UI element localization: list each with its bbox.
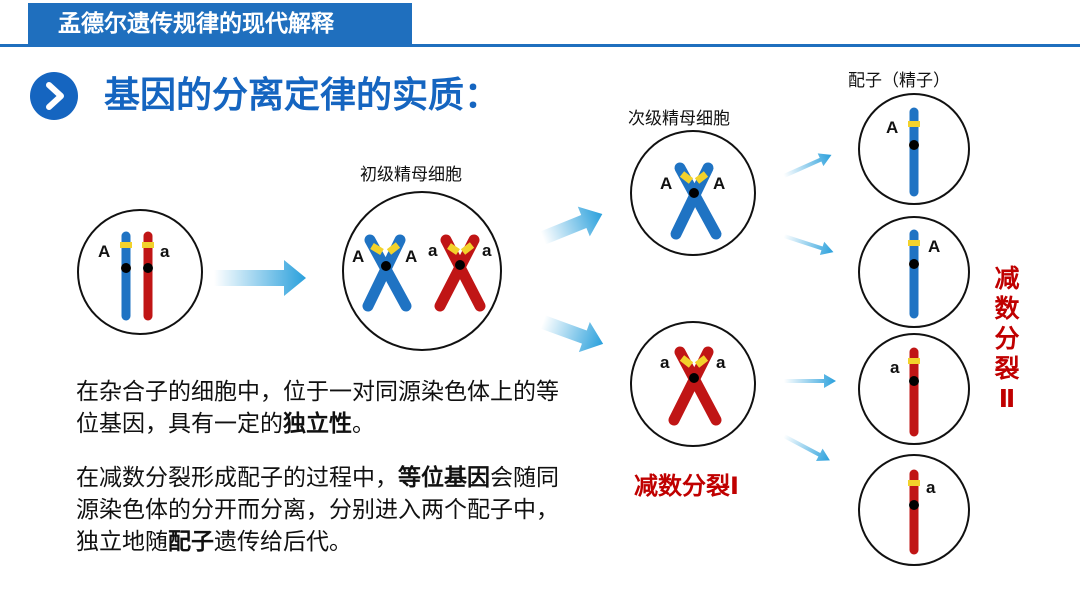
- allele-label: a: [716, 353, 726, 372]
- primary-cell-label: 初级精母细胞: [360, 165, 462, 185]
- arrow-icon: [214, 260, 306, 296]
- header-bar: 孟德尔遗传规律的现代解释: [0, 0, 1080, 48]
- stage-label-meiosis-2: 减 数 分 裂 Ⅱ: [992, 264, 1022, 414]
- secondary-cell-label: 次级精母细胞: [628, 109, 730, 129]
- chromosome-pair-red: [668, 346, 722, 426]
- paragraph-text: 。: [352, 411, 375, 437]
- paragraph-text: 在减数分裂形成配子的过程中，: [76, 465, 398, 491]
- arrow-icon: [540, 315, 604, 353]
- arrow-icon: [784, 374, 836, 388]
- allele-label: A: [886, 118, 898, 137]
- arrow-icon: [783, 234, 834, 256]
- chromosome-red: [908, 469, 920, 555]
- allele-label: A: [352, 247, 364, 266]
- allele-label: a: [660, 353, 670, 372]
- stage-char: 裂: [994, 354, 1020, 383]
- arrow-icon: [783, 434, 830, 461]
- allele-label: a: [428, 241, 438, 260]
- chromosome-blue: [908, 229, 920, 319]
- allele-label: A: [405, 247, 417, 266]
- paragraph-segregation: 在减数分裂形成配子的过程中，等位基因会随同源染色体的分开而分离，分别进入两个配子…: [76, 462, 576, 558]
- section-title: 基因的分离定律的实质：: [104, 75, 501, 116]
- allele-label: a: [890, 358, 900, 377]
- stage-char: Ⅱ: [998, 384, 1016, 413]
- chromosome-red: [908, 347, 920, 437]
- allele-label: a: [160, 242, 170, 261]
- paragraph-text: 会随同源染色体的分开而分离，分别进入两个配子中，独立地随: [76, 465, 559, 555]
- cell-gamete-3: [858, 333, 970, 445]
- allele-label: A: [660, 174, 672, 193]
- allele-label: a: [482, 241, 492, 260]
- header-title: 孟德尔遗传规律的现代解释: [28, 3, 412, 45]
- cell-gamete-2: [858, 216, 970, 328]
- header-divider: [0, 44, 1080, 47]
- stage-char: 分: [994, 324, 1020, 353]
- allele-label: A: [713, 174, 725, 193]
- chromosome-pair-blue: [362, 234, 412, 312]
- keyword-independence: 独立性: [283, 411, 352, 437]
- chromosome-red: [142, 231, 154, 321]
- keyword-alleles: 等位基因: [398, 465, 490, 491]
- cell-gamete-1: [858, 93, 970, 205]
- stage-char: 减: [994, 264, 1020, 293]
- chromosome-pair-red: [434, 234, 486, 312]
- paragraph-text: 遗传给后代。: [214, 529, 352, 555]
- cell-zygote: [77, 209, 203, 335]
- chromosome-pair-blue: [670, 162, 722, 240]
- cell-secondary-A: [630, 130, 756, 256]
- chromosome-blue: [120, 231, 132, 321]
- arrow-icon: [540, 206, 603, 245]
- arrow-icon: [783, 153, 832, 178]
- chromosome-blue: [908, 107, 920, 197]
- stage-label-meiosis-1: 减数分裂Ⅰ: [634, 472, 739, 500]
- chevron-right-icon: [30, 72, 78, 120]
- gamete-label: 配子（精子）: [848, 71, 950, 91]
- paragraph-independence: 在杂合子的细胞中，位于一对同源染色体上的等位基因，具有一定的独立性。: [76, 376, 576, 440]
- cell-secondary-a: [630, 321, 756, 447]
- paragraph-text: 在杂合子的细胞中，位于一对同源染色体上的等位基因，具有一定的: [76, 379, 559, 437]
- cell-gamete-4: [858, 454, 970, 566]
- keyword-gamete: 配子: [168, 529, 214, 555]
- allele-label: A: [928, 237, 940, 256]
- allele-label: A: [98, 242, 110, 261]
- stage-char: 数: [994, 294, 1020, 323]
- allele-label: a: [926, 478, 936, 497]
- cell-primary: [342, 191, 502, 351]
